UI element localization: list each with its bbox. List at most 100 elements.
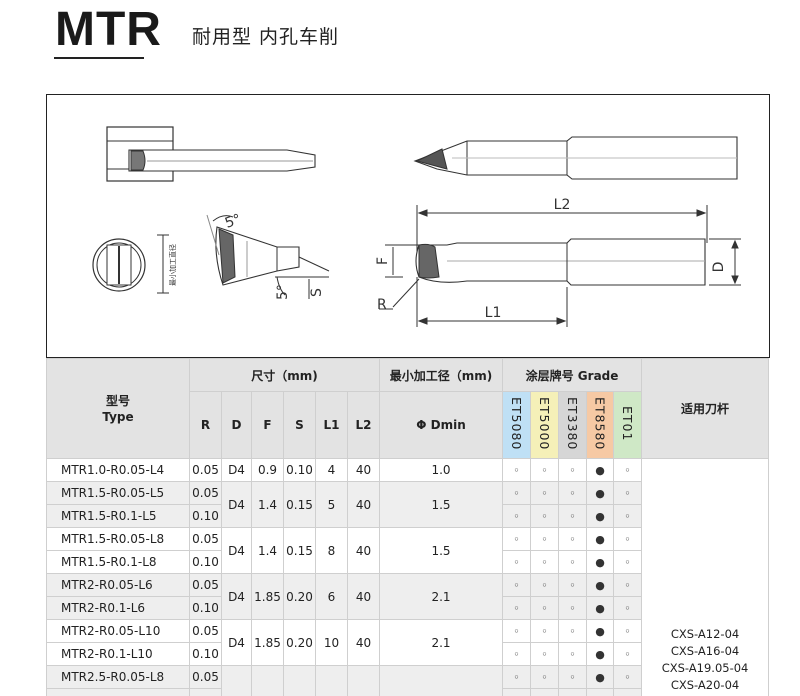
technical-drawing: 最小加工直径 5° 5° S bbox=[46, 94, 770, 358]
col-s: S bbox=[283, 391, 316, 459]
cell-type: MTR1.5-R0.1-L8 bbox=[46, 550, 190, 574]
grade-mark: ● bbox=[586, 596, 614, 620]
cell-l1 bbox=[315, 665, 348, 696]
cell-r: 0.05 bbox=[189, 573, 222, 597]
cell-f: 1.4 bbox=[251, 481, 284, 528]
cell-r: 0.10 bbox=[189, 596, 222, 620]
cell-type: MTR2-R0.1-L6 bbox=[46, 596, 190, 620]
holder-item: CXS-A20-04 bbox=[670, 678, 740, 692]
cell-r: 0.05 bbox=[189, 481, 222, 505]
holder-item: CXS-A16-04 bbox=[670, 644, 740, 658]
grade-mark: ◦ bbox=[530, 619, 559, 643]
cell-dmin: 1.5 bbox=[379, 527, 503, 574]
col-d: D bbox=[221, 391, 252, 459]
cell-type: MTR1.5-R0.1-L5 bbox=[46, 504, 190, 528]
grade-mark: ◦ bbox=[558, 619, 587, 643]
cell-r: 0.10 bbox=[189, 504, 222, 528]
cell-dmin: 2.1 bbox=[379, 619, 503, 666]
cell-d: D4 bbox=[221, 481, 252, 528]
cell-type: MTR2-R0.1-L10 bbox=[46, 642, 190, 666]
cell-d bbox=[221, 665, 252, 696]
grade-mark: ◦ bbox=[612, 481, 643, 505]
s-label: S bbox=[309, 288, 325, 297]
grade-mark: ◦ bbox=[502, 642, 531, 666]
grade-mark: ◦ bbox=[502, 527, 531, 551]
grade-et01: ET01 bbox=[612, 391, 643, 459]
grade-mark: ◦ bbox=[558, 481, 587, 505]
grade-mark: ◦ bbox=[502, 504, 531, 528]
min-bore-note: 最小加工直径 bbox=[168, 244, 177, 286]
cell-l1: 6 bbox=[315, 573, 348, 620]
cell-type: MTR1.5-R0.05-L8 bbox=[46, 527, 190, 551]
cell-l2: 40 bbox=[347, 458, 380, 482]
cell-s: 0.15 bbox=[283, 527, 316, 574]
size-group-header: 尺寸（mm) bbox=[189, 358, 380, 392]
grade-mark: ◦ bbox=[530, 550, 559, 574]
grade-mark: ● bbox=[586, 642, 614, 666]
min-bore-header: 最小加工径（mm) bbox=[379, 358, 503, 392]
cell-r: 0.10 bbox=[189, 642, 222, 666]
grade-mark: ◦ bbox=[558, 665, 587, 689]
cell-f: 1.85 bbox=[251, 573, 284, 620]
cell-l2: 40 bbox=[347, 619, 380, 666]
f-label: F bbox=[375, 257, 391, 265]
cell-d: D4 bbox=[221, 527, 252, 574]
table-row: ◦◦◦●◦ bbox=[46, 688, 769, 696]
col-l1: L1 bbox=[315, 391, 348, 459]
grade-mark: ◦ bbox=[530, 504, 559, 528]
cell-s: 0.15 bbox=[283, 481, 316, 528]
grade-et5000: ET5000 bbox=[530, 391, 559, 459]
col-l2: L2 bbox=[347, 391, 380, 459]
grade-mark: ◦ bbox=[530, 665, 559, 689]
grade-mark: ◦ bbox=[530, 527, 559, 551]
grade-mark: ◦ bbox=[612, 550, 643, 574]
grade-mark: ◦ bbox=[530, 596, 559, 620]
grade-mark: ◦ bbox=[558, 642, 587, 666]
grade-mark: ◦ bbox=[612, 527, 643, 551]
r-label: R bbox=[377, 297, 387, 313]
cell-f: 0.9 bbox=[251, 458, 284, 482]
cell-l2: 40 bbox=[347, 481, 380, 528]
grade-mark: ◦ bbox=[502, 688, 531, 696]
grade-mark: ◦ bbox=[558, 504, 587, 528]
cell-r: 0.05 bbox=[189, 619, 222, 643]
cell-s: 0.20 bbox=[283, 573, 316, 620]
cell-l2: 40 bbox=[347, 527, 380, 574]
grade-mark: ◦ bbox=[558, 596, 587, 620]
cell-l1: 5 bbox=[315, 481, 348, 528]
grade-mark: ◦ bbox=[558, 573, 587, 597]
grade-mark: ● bbox=[586, 573, 614, 597]
d-label: D bbox=[711, 262, 727, 273]
cell-dmin bbox=[379, 665, 503, 696]
cell-d: D4 bbox=[221, 458, 252, 482]
cell-r: 0.10 bbox=[189, 550, 222, 574]
grade-mark: ◦ bbox=[612, 688, 643, 696]
grade-et3380: ET3380 bbox=[558, 391, 587, 459]
grade-mark: ● bbox=[586, 665, 614, 689]
cell-l1: 8 bbox=[315, 527, 348, 574]
grade-mark: ◦ bbox=[558, 688, 587, 696]
cell-type: MTR1.5-R0.05-L5 bbox=[46, 481, 190, 505]
cell-dmin: 1.5 bbox=[379, 481, 503, 528]
insert-end-view: 最小加工直径 bbox=[92, 234, 177, 294]
grade-mark: ◦ bbox=[530, 458, 559, 482]
grade-mark: ● bbox=[586, 688, 614, 696]
cell-l1: 4 bbox=[315, 458, 348, 482]
cell-s: 0.20 bbox=[283, 619, 316, 666]
grade-mark: ◦ bbox=[530, 481, 559, 505]
cell-s bbox=[283, 665, 316, 696]
insert-plan-view: L2 D F L1 bbox=[375, 197, 741, 327]
grade-mark: ● bbox=[586, 619, 614, 643]
cell-l1: 10 bbox=[315, 619, 348, 666]
drawing-svg: 最小加工直径 5° 5° S bbox=[92, 126, 741, 327]
cell-type: MTR1.0-R0.05-L4 bbox=[46, 458, 190, 482]
